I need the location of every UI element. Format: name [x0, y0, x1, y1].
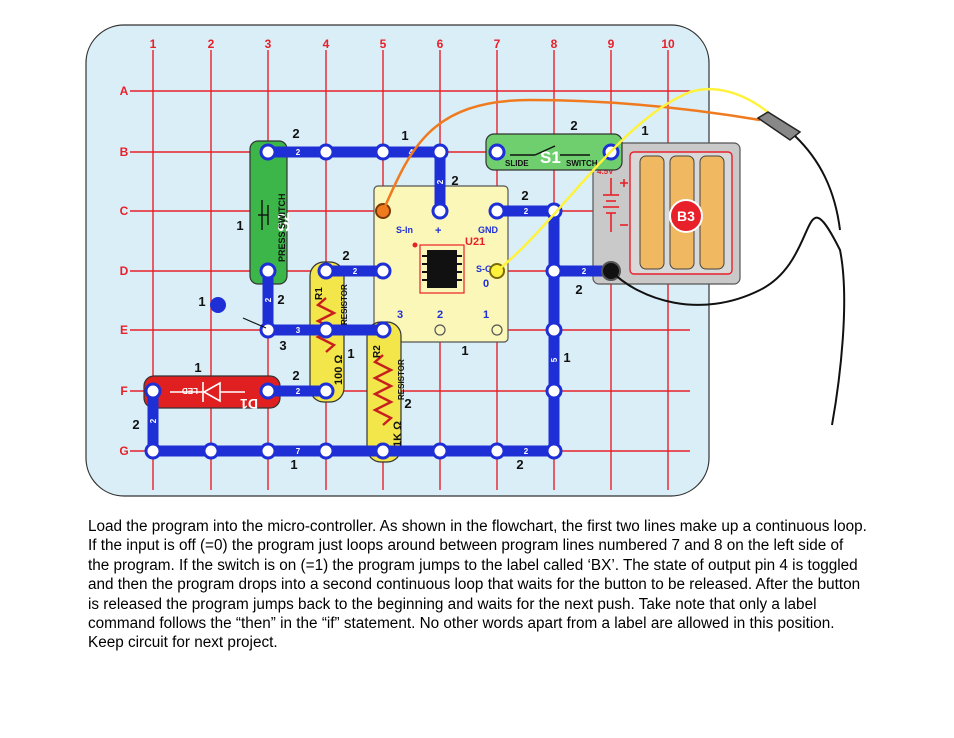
column-label: 3 [265, 37, 272, 51]
press-switch-s2: S2 PRESS SWITCH [249, 140, 293, 285]
pin-label-3: 3 [397, 309, 403, 321]
resistor-r2: R2 RESISTOR 1K Ω [366, 321, 406, 463]
pin-label-s-out: S-Out [476, 264, 501, 274]
level-number: 2 [292, 368, 299, 383]
pin-contact [491, 324, 503, 336]
level-number: 2 [521, 188, 528, 203]
level-number: 2 [404, 396, 411, 411]
battery-holder-b3: 4.5V B3 [592, 142, 741, 285]
level-number: 1 [641, 123, 648, 138]
column-label: 4 [323, 37, 330, 51]
level-numbers: 2 1 2 1 1 2 2 2 2 1 2 3 1 2 1 1 2 2 1 2 … [132, 118, 648, 472]
row-label: D [120, 264, 129, 278]
level-number: 1 [461, 343, 468, 358]
battery-cell [639, 155, 665, 270]
battery-ref-badge [669, 199, 703, 233]
column-label: 5 [380, 37, 387, 51]
wire-label: 2 [296, 387, 301, 396]
level-number: 1 [290, 457, 297, 472]
resistor-r2-ref: R2 [372, 345, 383, 358]
pin-contact [434, 324, 446, 336]
slide-switch-s1: S1 SLIDE SWITCH [485, 133, 623, 171]
pin-label-s-in: S-In [396, 225, 413, 235]
row-label: G [119, 444, 128, 458]
row-labels: A B C D E F G [119, 84, 128, 458]
module-ref-label: U21 [465, 236, 485, 248]
module-u21: U21 S-In + GND S-Out 0 3 2 1 [373, 185, 509, 343]
probe-cable [794, 135, 841, 231]
yellow-wire [496, 88, 782, 272]
row-label: F [120, 384, 127, 398]
pin-label-1: 1 [483, 309, 489, 321]
chip-ic [427, 250, 457, 288]
row-label: B [120, 145, 129, 159]
column-label: 2 [208, 37, 215, 51]
wire-label: 3 [296, 326, 301, 335]
level-number: 2 [570, 118, 577, 133]
loose-contact [210, 297, 226, 313]
level-number: 3 [279, 338, 286, 353]
probe-connector [756, 111, 802, 141]
column-label: 8 [551, 37, 558, 51]
level-number: 2 [277, 292, 284, 307]
pin-label-gnd: GND [478, 225, 499, 235]
level-number: 1 [347, 346, 354, 361]
wire-label: 2 [524, 207, 529, 216]
led-name: LED [182, 386, 198, 395]
pin-label-0: 0 [483, 278, 489, 290]
level-number: 1 [194, 360, 201, 375]
level-number: 1 [198, 294, 205, 309]
row-label: E [120, 323, 128, 337]
press-switch-ref: S2 [276, 212, 293, 232]
level-number: 1 [563, 350, 570, 365]
orange-wire [381, 98, 761, 212]
level-number: 2 [516, 457, 523, 472]
slide-switch-ref: S1 [540, 148, 561, 167]
level-number: 2 [292, 126, 299, 141]
wire-label: 2 [149, 418, 158, 423]
wire-label: 2 [524, 447, 529, 456]
column-labels: 1 2 3 4 5 6 7 8 9 10 [150, 37, 675, 51]
resistor-r2-name: RESISTOR [397, 359, 406, 400]
battery-voltage-label: 4.5V [597, 167, 614, 176]
slide-switch-name-left: SLIDE [505, 159, 529, 168]
wire-label: 5 [550, 357, 559, 362]
row-label: C [120, 204, 129, 218]
instruction-text: Load the program into the micro-controll… [88, 518, 867, 652]
resistor-r2-value: 1K Ω [392, 421, 404, 447]
battery-ref-label: B3 [677, 208, 695, 224]
column-label: 1 [150, 37, 157, 51]
black-wire [610, 216, 846, 426]
pointer-arrow [242, 317, 267, 329]
resistor-r1-name: RESISTOR [340, 284, 349, 325]
wire-label: 2 [296, 148, 301, 157]
circuit-diagram: 1 2 3 4 5 6 7 8 9 10 A B C D E F G [85, 24, 846, 497]
wire-label: 7 [296, 447, 301, 456]
level-number: 2 [132, 417, 139, 432]
level-number: 2 [342, 248, 349, 263]
column-label: 10 [661, 37, 675, 51]
row-label: A [120, 84, 129, 98]
pin-label-2: 2 [437, 309, 443, 321]
led-d1: D1 LED [143, 375, 281, 412]
battery-cell [699, 155, 725, 270]
column-label: 9 [608, 37, 615, 51]
wire-label: 2 [353, 267, 358, 276]
column-label: 7 [494, 37, 501, 51]
wire-label: 2 [582, 267, 587, 276]
resistor-r1-ref: R1 [314, 287, 325, 300]
level-number: 1 [236, 218, 243, 233]
led-ref: D1 [240, 396, 258, 412]
slide-switch-name-right: SWITCH [566, 159, 598, 168]
level-number: 1 [401, 128, 408, 143]
resistor-r1-value: 100 Ω [333, 355, 345, 385]
press-switch-name: PRESS SWITCH [277, 193, 287, 262]
level-number: 2 [451, 173, 458, 188]
snap-contacts [144, 143, 620, 460]
wire-label: 2 [264, 297, 273, 302]
level-number: 2 [575, 282, 582, 297]
column-label: 6 [437, 37, 444, 51]
pin-label-plus: + [435, 225, 441, 237]
wire-label: 2 [436, 179, 445, 184]
